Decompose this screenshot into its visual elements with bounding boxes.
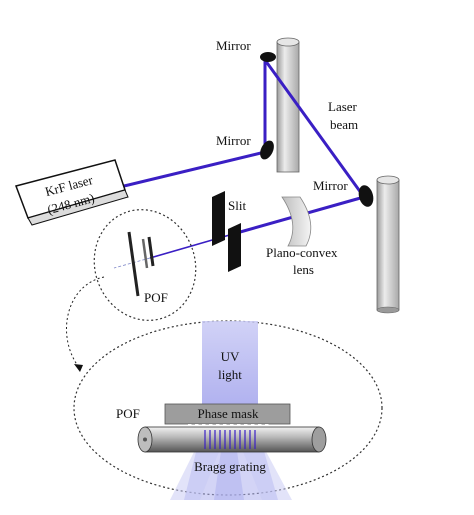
pillar-right [376,175,400,314]
optical-fiber [144,426,320,453]
pof-small-label: POF [144,290,168,305]
fiber-core-icon [143,437,147,442]
arrow-head-icon [74,364,83,372]
mirror-right-label: Mirror [313,178,348,193]
mirror-top-label: Mirror [216,38,251,53]
phase-mask-grooves [188,424,269,427]
mirror-right [358,185,374,207]
slit [212,191,241,272]
mirror-middle [260,140,274,160]
pof-sample [127,231,155,297]
bragg-grating-lines [204,430,256,449]
pof-large-label: POF [116,406,140,421]
diffracted-beam-right-outer [240,444,292,500]
mirror-middle-label: Mirror [216,133,251,148]
pof-inset-circle [93,209,197,321]
slit-label: Slit [228,198,246,213]
krf-laser-box [15,159,129,226]
mirror-top [260,52,276,62]
diffracted-beam-left-outer [170,444,222,500]
zoom-ellipse [73,320,383,496]
laser-beam-label-line2: beam [330,117,358,132]
phase-mask-label: Phase mask [197,406,259,421]
uv-light-label-line1: UV [221,349,240,364]
lens-label-line2: lens [293,262,314,277]
zoom-connector [66,276,105,367]
beam-extension [113,257,151,269]
phase-mask [164,403,291,425]
lens-label-line1: Plano-convex [266,245,338,260]
bragg-grating-label: Bragg grating [194,459,266,474]
plano-convex-lens [281,196,312,247]
laser-beam-label-line1: Laser [328,99,358,114]
uv-light-label-line2: light [218,367,242,382]
fiber-end-right [311,426,327,453]
